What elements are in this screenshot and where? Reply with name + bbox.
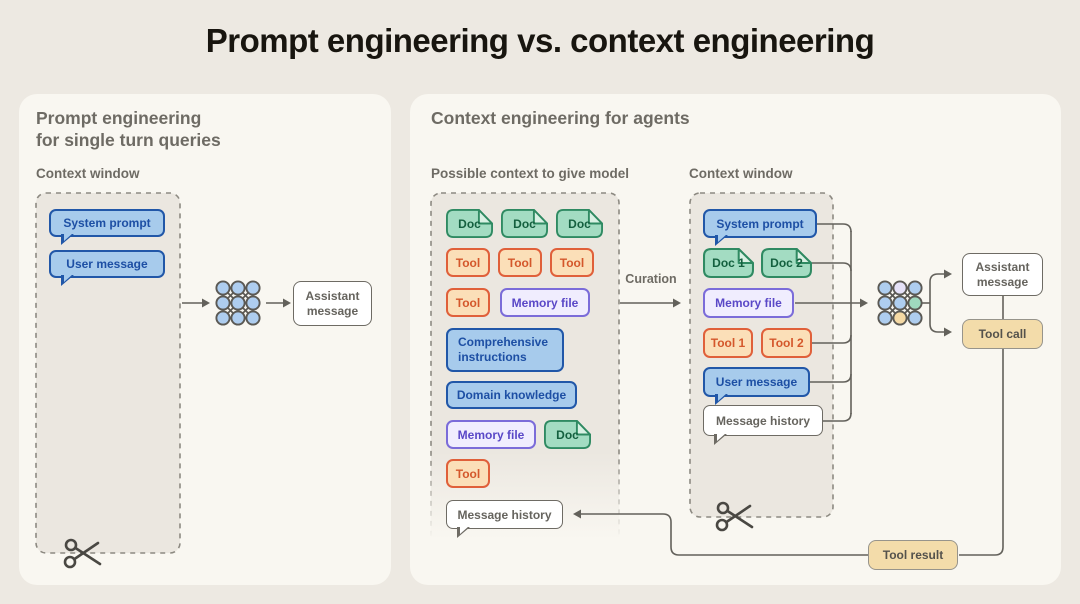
doc1-chip: Doc 1: [703, 248, 754, 278]
left-heading-line2: for single turn queries: [36, 130, 221, 150]
model-icon: [215, 280, 261, 326]
system-prompt-label: System prompt: [63, 216, 151, 230]
tool-call-box: Tool call: [962, 319, 1043, 349]
system-prompt-chip: System prompt: [49, 209, 165, 245]
doc-chip: Doc: [556, 209, 603, 238]
doc-shape-icon: [501, 209, 548, 238]
left-panel-heading: Prompt engineering for single turn queri…: [36, 107, 221, 151]
right-context-window-label: Context window: [689, 166, 793, 181]
tool-chip: Tool: [550, 248, 594, 277]
comprehensive-instructions-chip: Comprehensive instructions: [446, 328, 564, 372]
user-message-label: User message: [66, 257, 148, 271]
memory-file-chip: Memory file: [446, 420, 536, 449]
assistant-message-box: Assistant message: [962, 253, 1043, 296]
doc-chip: Doc: [501, 209, 548, 238]
doc2-chip: Doc 2: [761, 248, 812, 278]
doc-shape-icon: [761, 248, 812, 278]
tool-chip: Tool: [446, 288, 490, 317]
memory-file-chip: Memory file: [500, 288, 590, 317]
user-message-chip: User message: [49, 250, 165, 286]
doc-shape-icon: [544, 420, 591, 449]
memory-file-chip: Memory file: [703, 288, 794, 318]
doc-chip: Doc: [544, 420, 591, 449]
scissors-icon: [63, 538, 102, 569]
user-message-chip: User message: [703, 367, 810, 405]
message-history-chip: Message history: [446, 500, 563, 538]
left-heading-line1: Prompt engineering: [36, 108, 202, 128]
model-icon: [877, 280, 923, 326]
assistant-message-box: Assistant message: [293, 281, 372, 326]
doc-shape-icon: [446, 209, 493, 238]
possible-context-label: Possible context to give model: [431, 166, 630, 181]
tool-chip: Tool: [498, 248, 542, 277]
tool-result-box: Tool result: [868, 540, 958, 570]
left-context-window-label: Context window: [36, 166, 140, 181]
curation-label: Curation: [625, 272, 677, 286]
doc-shape-icon: [556, 209, 603, 238]
page-title: Prompt engineering vs. context engineeri…: [205, 22, 875, 59]
doc-chip: Doc: [446, 209, 493, 238]
scissors-icon: [715, 501, 754, 532]
doc-shape-icon: [703, 248, 754, 278]
message-history-chip: Message history: [703, 405, 823, 445]
assistant-line1: Assistant: [305, 288, 360, 303]
tool1-chip: Tool 1: [703, 328, 753, 358]
domain-knowledge-chip: Domain knowledge: [446, 381, 577, 409]
system-prompt-chip: System prompt: [703, 209, 817, 246]
tool-chip: Tool: [446, 248, 490, 277]
tool2-chip: Tool 2: [761, 328, 812, 358]
assistant-line2: message: [306, 303, 359, 318]
right-panel-heading: Context engineering for agents: [431, 108, 690, 128]
tool-chip: Tool: [446, 459, 490, 488]
